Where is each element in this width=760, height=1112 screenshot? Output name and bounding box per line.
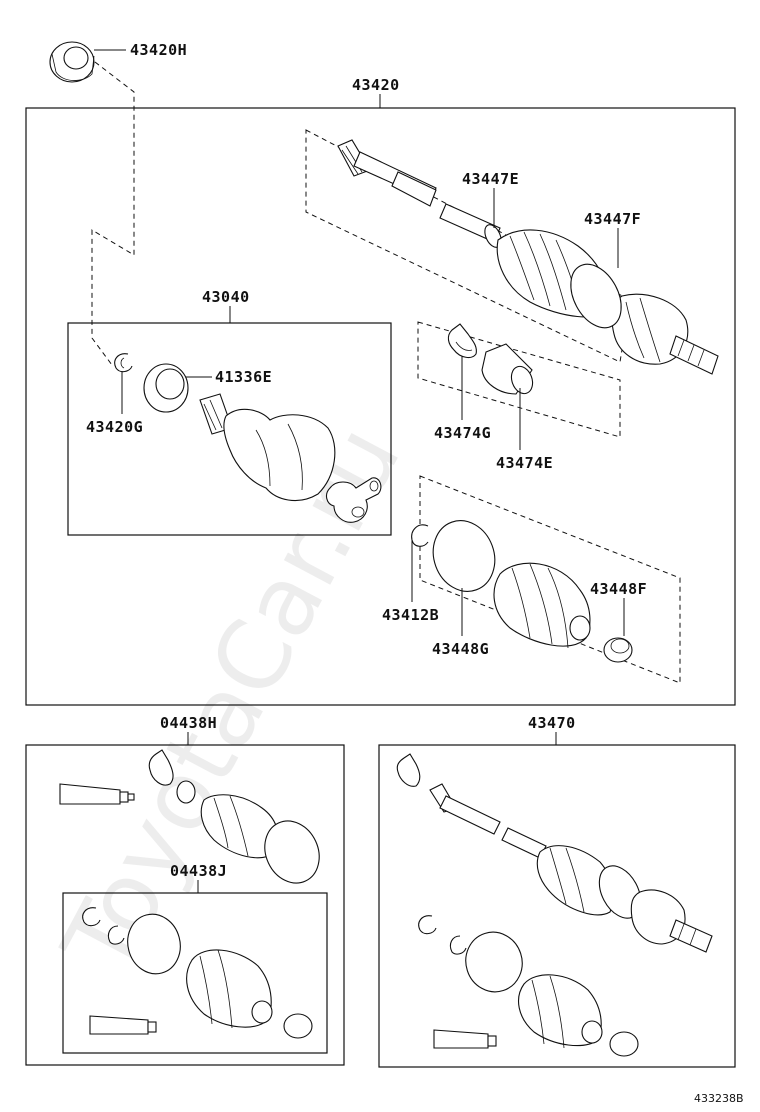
seal-icon xyxy=(49,41,95,83)
label-43474G: 43474G xyxy=(434,424,491,442)
snap-ring-icon xyxy=(114,353,133,373)
label-43040: 43040 xyxy=(202,288,250,306)
dash-clamp-group xyxy=(417,321,621,438)
label-43470: 43470 xyxy=(528,714,576,732)
label-43420: 43420 xyxy=(352,76,400,94)
kit-j-grease-tube-icon xyxy=(89,1015,157,1035)
label-43447E: 43447E xyxy=(462,170,519,188)
kit-clamp-icon xyxy=(148,749,174,786)
asm-shaft-icon xyxy=(429,783,713,953)
clamp-icon xyxy=(447,323,477,359)
kit-band-icon xyxy=(264,820,320,884)
label-04438H: 04438H xyxy=(160,714,217,732)
boot-band-icon xyxy=(570,263,622,329)
kit-j-snap-ring-2-icon xyxy=(107,925,125,945)
asm-snap-ring-icon xyxy=(418,915,437,935)
label-41336E: 41336E xyxy=(215,368,272,386)
dust-seal-icon xyxy=(143,363,189,413)
label-43420G: 43420G xyxy=(86,418,143,436)
label-43474E: 43474E xyxy=(496,454,553,472)
inner-joint-icon xyxy=(199,393,336,502)
kit-j-clamp-icon xyxy=(283,1013,313,1039)
kit-j-snap-ring-icon xyxy=(82,907,101,927)
asm-grease-tube-icon xyxy=(433,1029,497,1049)
boot-inner-icon xyxy=(481,343,534,395)
label-04438J: 04438J xyxy=(170,862,227,880)
frame-43420 xyxy=(25,107,736,706)
label-43447F: 43447F xyxy=(584,210,641,228)
drive-shaft-icon xyxy=(337,139,719,375)
kit-j-boot-icon xyxy=(186,949,273,1029)
asm-band-icon xyxy=(465,931,523,993)
label-43420H: 43420H xyxy=(130,41,187,59)
asm-clamp-2-icon xyxy=(609,1031,639,1057)
frame-43470 xyxy=(378,744,736,1068)
tripod-icon xyxy=(325,477,382,523)
snap-ring-2-icon xyxy=(411,524,429,547)
label-43412B: 43412B xyxy=(382,606,439,624)
kit-j-band-icon xyxy=(127,913,181,975)
dash-seal-link xyxy=(91,61,135,366)
outer-boot-icon xyxy=(493,562,591,649)
label-43448G: 43448G xyxy=(432,640,489,658)
diagram-code: 433238B xyxy=(694,1092,744,1105)
kit-ring-icon xyxy=(176,780,196,804)
asm-boot-icon xyxy=(518,974,603,1049)
frame-04438H xyxy=(25,744,345,1066)
asm-snap-ring-2-icon xyxy=(449,935,467,955)
small-clamp-icon xyxy=(603,637,633,663)
label-43448F: 43448F xyxy=(590,580,647,598)
boot-clamp-band-icon xyxy=(432,520,496,592)
grease-tube-icon xyxy=(59,783,135,805)
frame-04438J xyxy=(62,892,328,1054)
asm-clamp-icon xyxy=(396,753,421,787)
